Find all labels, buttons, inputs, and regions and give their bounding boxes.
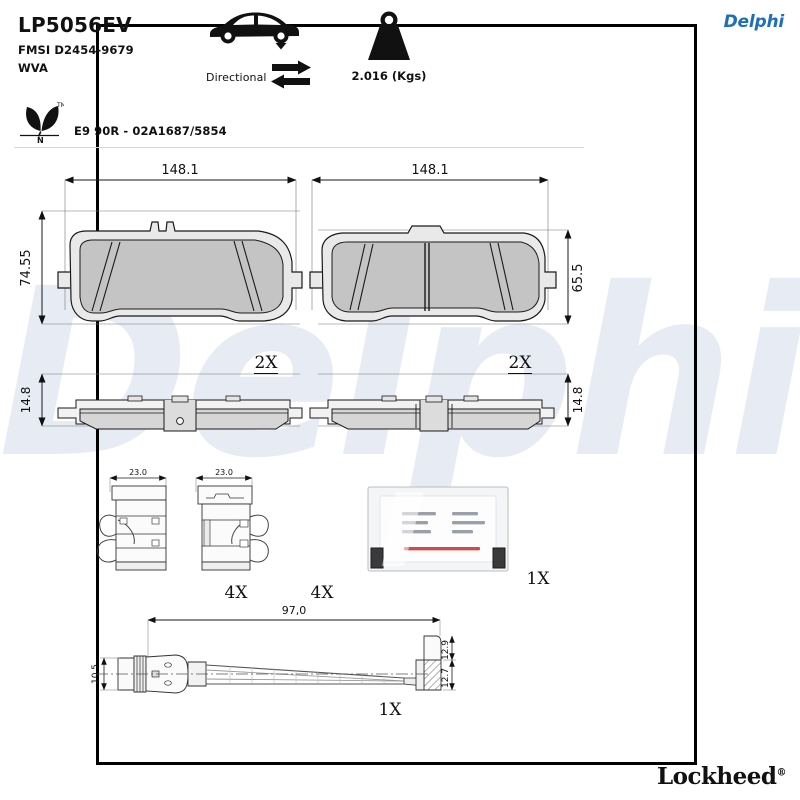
directional-row: Directional	[206, 60, 316, 94]
weight-kettlebell-icon	[360, 11, 418, 68]
svg-text:TM: TM	[56, 102, 64, 109]
weight-block: 2.016 (Kgs)	[330, 10, 448, 83]
brand-logo-delphi: Delphi	[723, 12, 785, 32]
clip-left-dimension-label: 23.0	[129, 468, 147, 477]
homologation-row: TM N E9 90R - 02A1687/5854	[18, 98, 227, 145]
wear-sensor-quantity: 1X	[378, 700, 402, 720]
sensor-tip-upper-label: 12.9	[441, 640, 451, 660]
right-pad-thickness-label: 14.8	[571, 387, 585, 414]
bidirectional-arrows-icon	[270, 60, 312, 94]
header-text-block: LP5056EV FMSI D2454-9679 WVA	[18, 14, 134, 78]
left-pad-thickness-label: 14.8	[19, 387, 33, 414]
axle-position-triangle-icon	[275, 43, 287, 50]
grease-sachet-quantity: 1X	[526, 569, 550, 589]
lockheed-wordmark: Lockheed	[656, 763, 777, 790]
clip-right-dimension-label: 23.0	[215, 468, 233, 477]
leaf-eco-icon: TM N	[18, 98, 66, 145]
svg-text:N: N	[37, 136, 44, 144]
registered-mark: ®	[776, 767, 787, 779]
fmsi-code: FMSI D2454-9679	[18, 43, 134, 57]
directional-label: Directional	[206, 70, 267, 84]
homologation-code: E9 90R - 02A1687/5854	[74, 124, 227, 138]
clip-right-quantity: 4X	[310, 583, 334, 603]
left-pad-width-label: 148.1	[161, 163, 198, 178]
clip-left-quantity: 4X	[224, 583, 248, 603]
page-title: LP5056EV	[18, 13, 132, 37]
car-side-icon	[206, 8, 316, 54]
sensor-tip-lower-label: 12.7	[441, 668, 451, 688]
technical-drawings: 148.1 74.55 148.1 65.5 14.8 14.8 23.0 23…	[19, 163, 586, 694]
left-pad-quantity: 2X	[253, 353, 279, 374]
left-pad-height-label: 74.55	[19, 249, 34, 286]
right-pad-width-label: 148.1	[411, 163, 448, 178]
fitment-icons-block: Directional	[206, 8, 316, 94]
brand-logo-lockheed: Lockheed®	[656, 763, 787, 790]
weight-value: 2.016 (Kgs)	[351, 69, 427, 83]
right-pad-height-label: 65.5	[571, 264, 586, 293]
sensor-length-label: 97,0	[282, 604, 307, 617]
right-pad-quantity: 2X	[507, 353, 533, 374]
wva-code: WVA	[18, 60, 49, 75]
sensor-connector-diameter-label: 10.5	[91, 664, 101, 684]
header-divider	[14, 147, 584, 148]
